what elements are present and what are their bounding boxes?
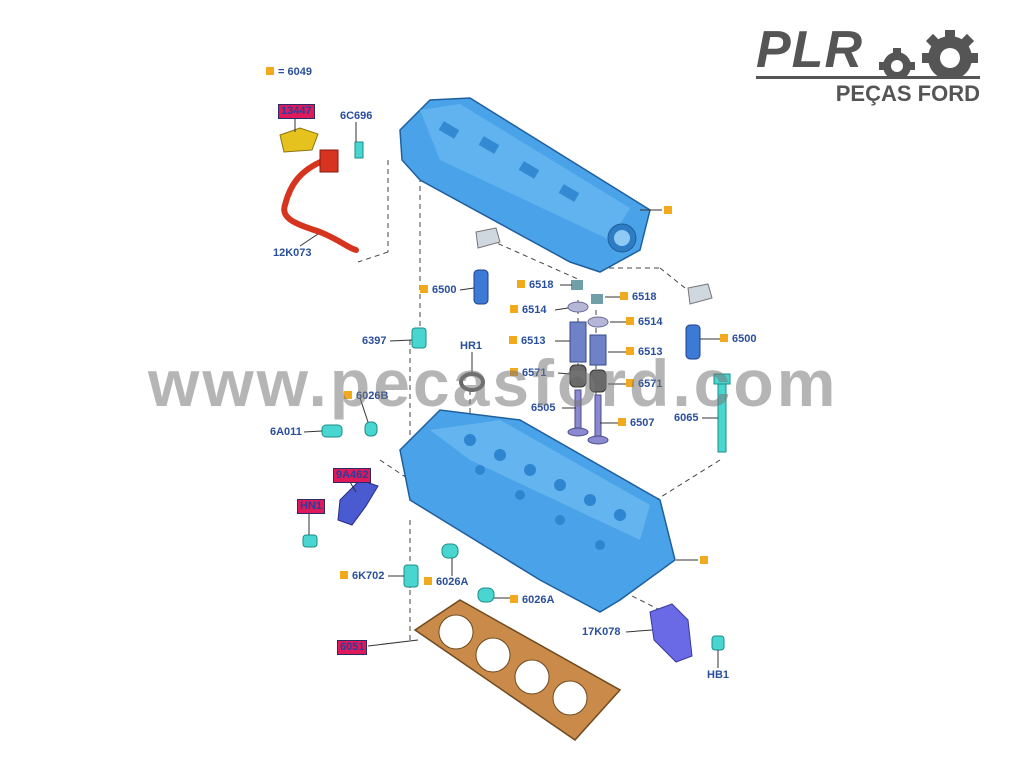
part-label-6A011: 6A011 bbox=[270, 426, 302, 438]
bolt-HN1 bbox=[302, 534, 318, 548]
bolt-6C696 bbox=[354, 141, 364, 159]
part-label-HB1: HB1 bbox=[707, 669, 730, 681]
part-label-HR1: HR1 bbox=[460, 340, 483, 352]
watermark: www.pecasford.com bbox=[148, 346, 839, 420]
plug-6026B bbox=[364, 421, 378, 437]
plug-6026A-lower bbox=[477, 587, 495, 603]
sleeve-6A011 bbox=[321, 424, 343, 438]
valve-train-left bbox=[567, 280, 589, 437]
gear-icon bbox=[870, 30, 982, 90]
valve-train-right bbox=[587, 294, 609, 445]
cylinder-head bbox=[399, 409, 676, 613]
dowel-6K702 bbox=[403, 564, 419, 588]
part-label-HN1: HN1 bbox=[297, 499, 326, 514]
part-label-6513-left: 6513 bbox=[509, 335, 545, 348]
bolt-HB1 bbox=[711, 635, 725, 651]
lifter-left bbox=[473, 269, 489, 305]
plug-6026A-upper bbox=[441, 543, 459, 559]
part-label-6051: 6051 bbox=[337, 640, 368, 655]
o-ring-HR1 bbox=[459, 372, 485, 392]
part-label-6513-right: 6513 bbox=[626, 346, 662, 359]
part-label-6K702: 6K702 bbox=[340, 570, 384, 583]
part-label-6500-left: 6500 bbox=[420, 284, 456, 297]
dowel-6397 bbox=[411, 327, 427, 349]
logo: PLR PEÇAS FORD bbox=[754, 22, 984, 108]
part-label-6C696: 6C696 bbox=[340, 110, 373, 122]
part-label-6514-left: 6514 bbox=[510, 304, 546, 317]
wiring-harness bbox=[281, 157, 359, 253]
part-label-6518-left: 6518 bbox=[517, 279, 553, 292]
lifter-right bbox=[685, 324, 701, 360]
logo-underline bbox=[756, 76, 980, 79]
part-label-6514-right: 6514 bbox=[626, 316, 662, 329]
part-label-6571-right: 6571 bbox=[626, 378, 662, 391]
harness-connector bbox=[319, 149, 339, 173]
part-label-6065: 6065 bbox=[674, 412, 699, 424]
marker-cam-carrier bbox=[664, 206, 672, 214]
part-label-6571-left: 6571 bbox=[510, 367, 546, 380]
part-label-17K078: 17K078 bbox=[582, 626, 621, 638]
part-label-6397: 6397 bbox=[362, 335, 387, 347]
harness-bracket bbox=[279, 127, 319, 153]
cam-carrier-housing bbox=[399, 97, 651, 273]
legend-marker bbox=[266, 67, 274, 76]
part-label-13447: 13447 bbox=[278, 104, 315, 119]
logo-subtitle: PEÇAS FORD bbox=[835, 81, 980, 106]
part-label-6026B: 6026B bbox=[344, 390, 388, 403]
part-label-6518-right: 6518 bbox=[620, 291, 656, 304]
bracket-9A462 bbox=[337, 479, 379, 526]
rocker-left bbox=[475, 227, 501, 249]
part-label-6505: 6505 bbox=[531, 402, 556, 414]
rocker-right bbox=[687, 283, 713, 305]
part-label-6026A-upper: 6026A bbox=[424, 576, 468, 589]
cover-17K078 bbox=[649, 603, 693, 663]
marker-cylinder-head bbox=[700, 556, 708, 564]
part-label-12K073: 12K073 bbox=[273, 247, 312, 259]
part-label-6026A-lower: 6026A bbox=[510, 594, 554, 607]
legend: = 6049 bbox=[266, 66, 312, 78]
logo-brand: PLR bbox=[756, 21, 863, 79]
legend-text: = 6049 bbox=[278, 66, 312, 78]
part-label-6500-right: 6500 bbox=[720, 333, 756, 346]
part-label-9A462: 9A462 bbox=[333, 468, 372, 483]
part-label-6507: 6507 bbox=[618, 417, 654, 430]
head-gasket bbox=[413, 599, 622, 741]
